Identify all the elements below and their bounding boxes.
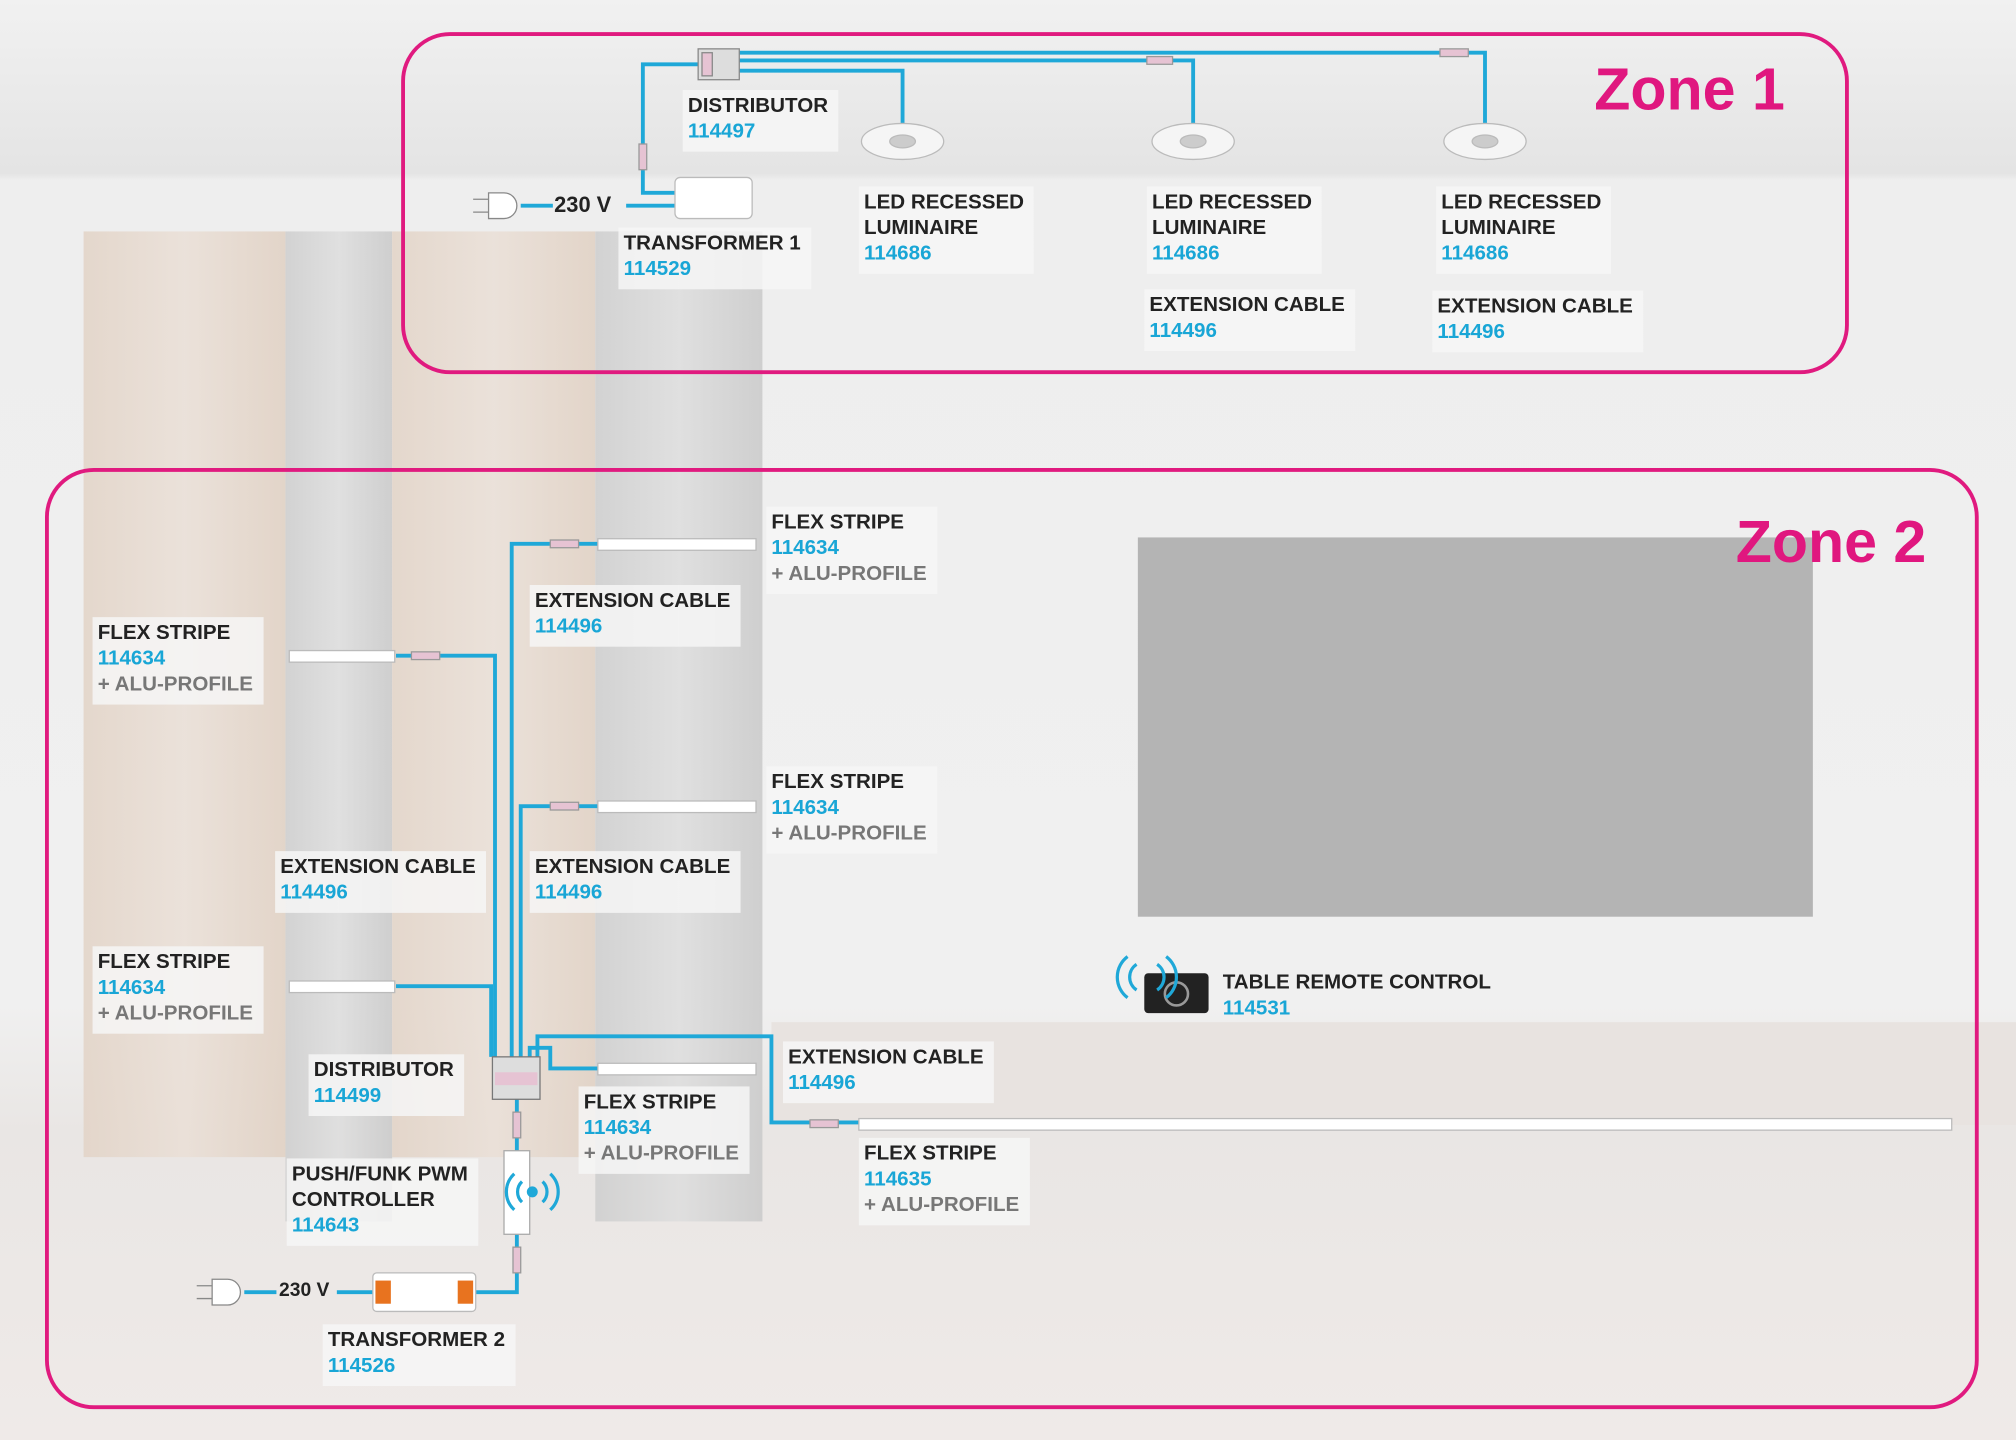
cable bbox=[535, 1034, 859, 1125]
zone-2-title: Zone 2 bbox=[1735, 507, 1927, 575]
zone-2-frame bbox=[44, 467, 1979, 1410]
cable bbox=[739, 68, 905, 129]
cabinet-column bbox=[595, 231, 763, 1222]
zone-1-frame bbox=[401, 32, 1849, 375]
remote-control bbox=[1115, 955, 1209, 1014]
transformer-2 bbox=[372, 1272, 477, 1313]
wireless-icon bbox=[1115, 955, 1179, 999]
tv bbox=[1137, 537, 1813, 917]
cable bbox=[739, 50, 1487, 129]
cable bbox=[395, 984, 494, 1057]
cable bbox=[518, 804, 598, 1057]
plug-icon bbox=[196, 1278, 242, 1306]
distributor-2 bbox=[491, 1056, 541, 1100]
cable bbox=[640, 62, 699, 195]
voltage-label: 230 V bbox=[278, 1279, 330, 1302]
plug-icon bbox=[473, 192, 518, 220]
cable bbox=[739, 58, 1196, 129]
cable bbox=[527, 1045, 598, 1071]
wireless-icon bbox=[504, 1172, 560, 1212]
led-strips bbox=[288, 538, 1953, 1131]
distributor-1 bbox=[697, 48, 740, 81]
transformer-1 bbox=[674, 176, 753, 220]
zone-1-title: Zone 1 bbox=[1594, 55, 1785, 123]
voltage-label: 230 V bbox=[554, 192, 612, 218]
